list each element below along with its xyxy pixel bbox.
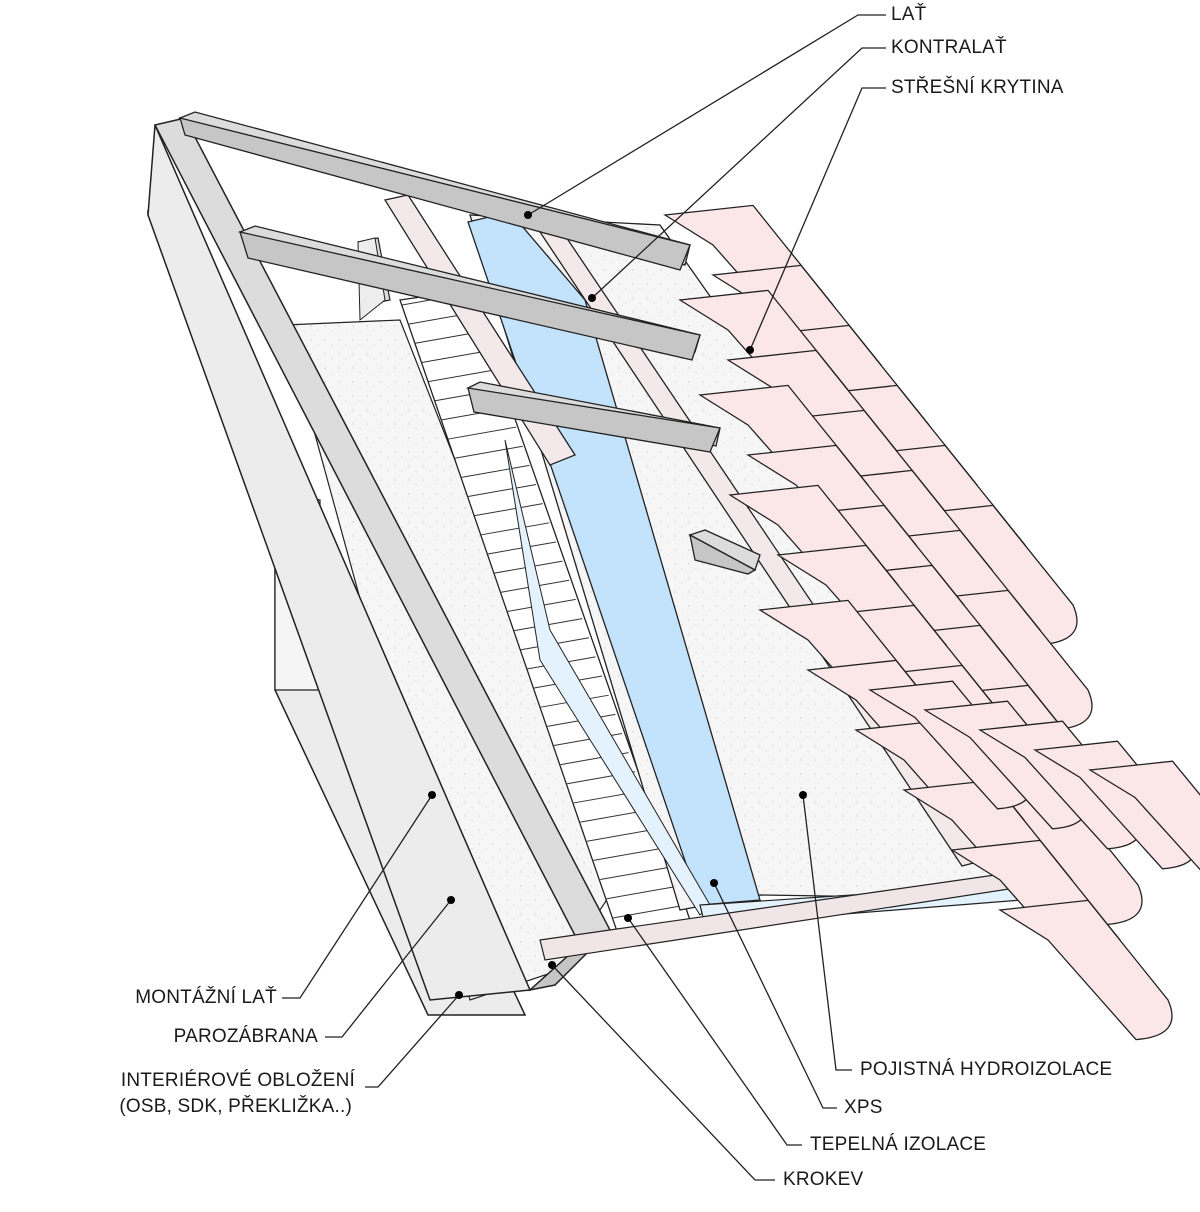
label-parozabrana: PAROZÁBRANA — [173, 1026, 318, 1047]
label-lat: LAŤ — [891, 4, 927, 25]
label-montazni-lat: MONTÁŽNÍ LAŤ — [135, 987, 277, 1008]
label-kontralat: KONTRALAŤ — [891, 37, 1007, 58]
label-krokev: KROKEV — [783, 1169, 864, 1190]
leader-lines — [282, 14, 886, 1181]
label-stresni-krytina: STŘEŠNÍ KRYTINA — [891, 77, 1064, 98]
leader-dots — [428, 211, 807, 999]
label-interierove-oblozeni: INTERIÉROVÉ OBLOŽENÍ — [120, 1070, 355, 1091]
label-pojistna-hydroizolace: POJISTNÁ HYDROIZOLACE — [860, 1059, 1113, 1080]
label-xps: XPS — [844, 1097, 883, 1118]
roof-tiles — [663, 204, 1200, 1041]
label-tepelna-izolace: TEPELNÁ IZOLACE — [810, 1134, 987, 1155]
roof-tile — [1088, 760, 1200, 871]
battens — [178, 111, 1036, 961]
label-interierove-oblozeni-detail: (OSB, SDK, PŘEKLIŽKA..) — [119, 1096, 352, 1117]
roof-tile — [998, 899, 1173, 1041]
